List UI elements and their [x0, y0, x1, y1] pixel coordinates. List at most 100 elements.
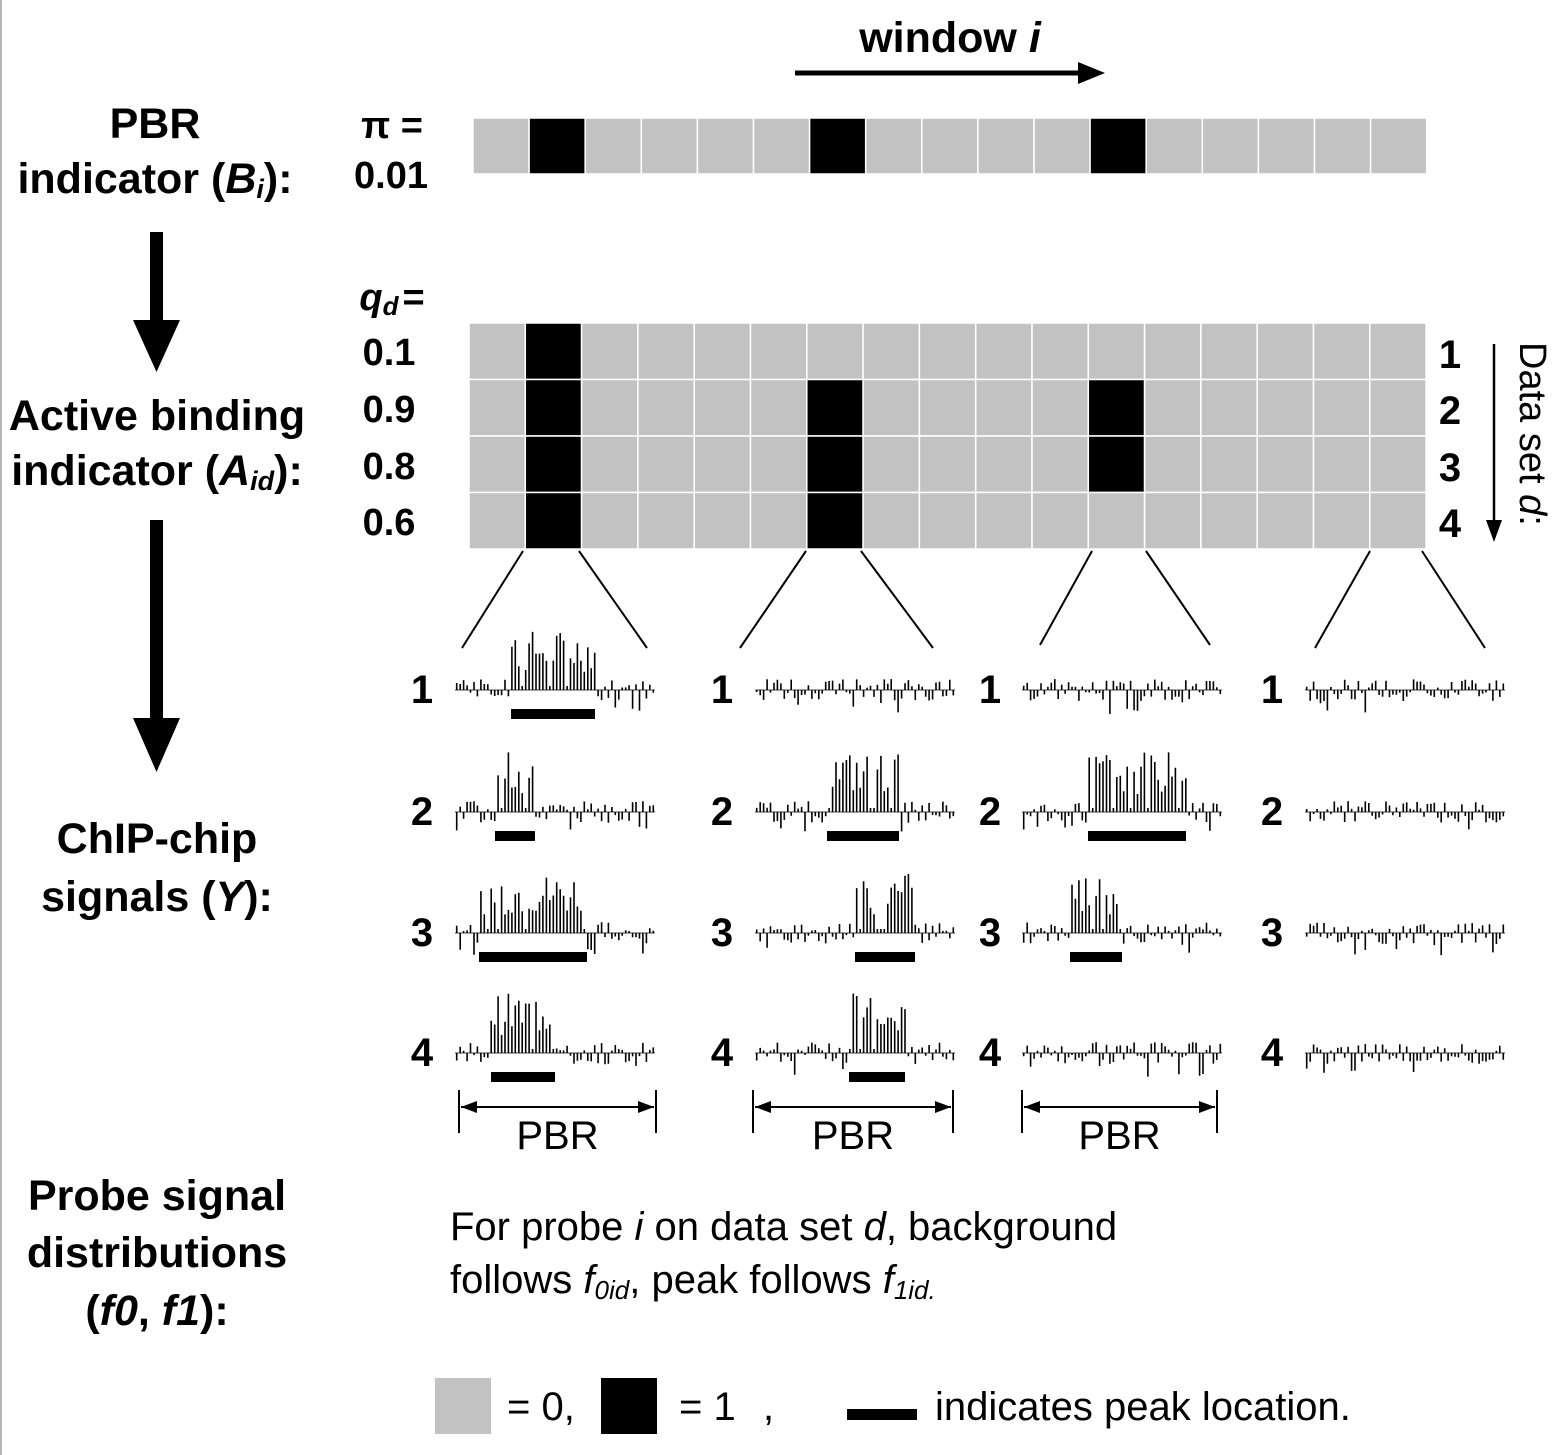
zoom-lines [461, 550, 1486, 649]
pbr-cell [1033, 117, 1091, 175]
pbr-span-arrow-right [638, 1101, 654, 1113]
grid-row-number-1: 1 [1439, 333, 1461, 377]
binding-cell [1369, 378, 1427, 437]
binding-cell [637, 435, 695, 494]
signal-dataset-number: 1 [979, 668, 1001, 712]
left-border [0, 0, 2, 1455]
binding-cell [1200, 435, 1258, 494]
binding-cell [1031, 491, 1090, 550]
peak-location-bar [827, 831, 899, 841]
binding-cell [468, 322, 527, 381]
binding-cell [1312, 378, 1371, 437]
dataset-axis-label: Data set d: [1511, 342, 1553, 526]
dist-label-line1: Probe signal [28, 1172, 286, 1220]
pbr-indicator-row [472, 117, 1428, 175]
flow-arrow-2 [133, 520, 180, 772]
signal-dataset-number: 2 [979, 790, 1001, 834]
binding-cell [580, 378, 639, 437]
binding-cell [524, 378, 583, 437]
pi-label: π = [361, 105, 423, 147]
binding-cell [1200, 491, 1258, 550]
legend-comma: , [763, 1385, 774, 1429]
binding-cell [862, 322, 921, 381]
note-line2: follows f0id, peak follows f1id. [450, 1258, 936, 1305]
binding-cell [1312, 491, 1371, 550]
binding-cell [1200, 378, 1258, 437]
signal-trace [755, 874, 955, 948]
binding-cell [749, 378, 808, 437]
signal-dataset-number: 3 [711, 911, 733, 955]
pi-value: 0.01 [354, 155, 428, 197]
binding-cell [806, 322, 864, 381]
q-value-4: 0.6 [363, 502, 416, 544]
signal-trace [1305, 801, 1505, 830]
binding-cell [693, 435, 752, 494]
pbr-cell [1369, 117, 1428, 175]
pbr-cell [921, 117, 979, 175]
pbr-cell [1313, 117, 1372, 175]
binding-cell [580, 435, 639, 494]
binding-cell [974, 491, 1033, 550]
q-prior: qd= 0.1 0.9 0.8 0.6 [359, 277, 424, 544]
peak-location-bar [491, 1072, 555, 1082]
binding-cell [1312, 322, 1371, 381]
grid-row-number-2: 2 [1439, 389, 1461, 433]
flow-arrow-1 [133, 232, 180, 372]
chip-signals-label: ChIP-chip signals (Y): [41, 815, 273, 921]
pbr-span-arrow-left [1024, 1101, 1040, 1113]
binding-cell [1143, 322, 1202, 381]
pi-prior: π = 0.01 [354, 105, 428, 197]
signal-trace [1022, 752, 1222, 831]
pbr-cell [808, 117, 867, 175]
legend-peak-bar [847, 1409, 917, 1420]
binding-cell [468, 378, 527, 437]
binding-cell [637, 491, 695, 550]
binding-cell [637, 322, 695, 381]
binding-cell [1256, 378, 1315, 437]
dist-label-line3: (f0, f1): [85, 1287, 228, 1335]
pbr-cell [1201, 117, 1260, 175]
legend-zero-text: = 0, [507, 1385, 575, 1429]
pbr-cell [752, 117, 811, 175]
binding-cell [1087, 378, 1146, 437]
signal-dataset-number: 4 [711, 1031, 734, 1075]
signal-dataset-number: 3 [411, 911, 433, 955]
signal-dataset-number: 3 [979, 911, 1001, 955]
window-arrow-head [1078, 62, 1105, 84]
binding-cell [1031, 435, 1090, 494]
peak-location-bar [1070, 952, 1122, 962]
pbr-cell [640, 117, 699, 175]
dataset-axis: Data set d: [1486, 342, 1553, 542]
legend-black-swatch [601, 1378, 657, 1434]
pbr-span-arrow-left [755, 1101, 771, 1113]
legend: = 0, = 1 , indicates peak location. [435, 1378, 1351, 1434]
binding-cell [862, 435, 921, 494]
binding-cell [1256, 322, 1315, 381]
pbr-cell [528, 117, 586, 175]
binding-cell [749, 491, 808, 550]
dist-label-line2: distributions [27, 1229, 287, 1277]
q-label: qd= [359, 277, 424, 321]
binding-cell [918, 491, 977, 550]
binding-cell [862, 378, 921, 437]
peak-location-bar [849, 1072, 905, 1082]
signal-trace [755, 754, 955, 832]
binding-cell [749, 322, 808, 381]
binding-cell [580, 322, 639, 381]
binding-cell [806, 378, 864, 437]
signal-dataset-number: 1 [1261, 668, 1283, 712]
distribution-note: For probe i on data set d, background fo… [450, 1205, 1117, 1305]
q-value-2: 0.9 [363, 389, 416, 431]
pbr-cell [1089, 117, 1147, 175]
legend-one-text: = 1 [679, 1385, 736, 1429]
binding-cell [1369, 322, 1427, 381]
binding-cell [806, 491, 864, 550]
binding-cell [1087, 322, 1146, 381]
pbr-cell [977, 117, 1035, 175]
q-value-3: 0.8 [363, 446, 416, 488]
binding-cell [1143, 491, 1202, 550]
binding-cell [524, 322, 583, 381]
